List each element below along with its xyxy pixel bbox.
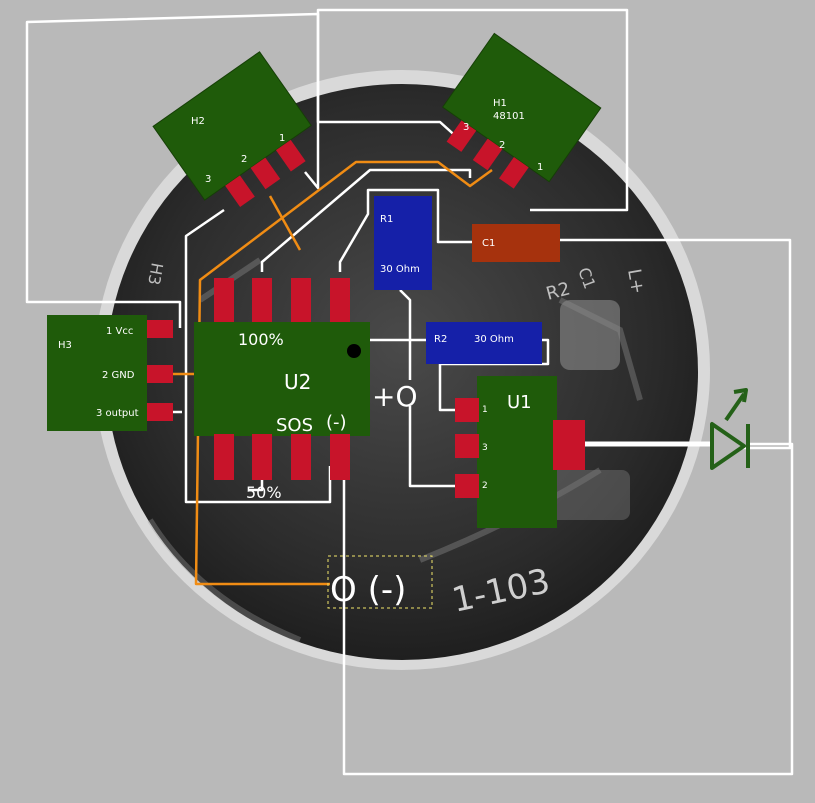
u1-pin-3 [455, 434, 479, 458]
u2-label-sos: SOS [276, 415, 313, 436]
h2-pin-3 [225, 175, 255, 208]
h2-pin-1 [275, 139, 306, 172]
h3-pin-3 [147, 403, 173, 421]
u1-tab [553, 420, 585, 470]
h3-pin-2 [147, 365, 173, 383]
u2-bottom-pin [330, 434, 350, 480]
silk-h3: H3 [144, 261, 167, 286]
u2-bottom-pin [252, 434, 272, 480]
h2-label: H2 [191, 116, 205, 127]
h3-pin-3-label: 3 output [96, 408, 139, 419]
led-diode-icon [710, 388, 750, 470]
h2-pin-3-label: 3 [205, 174, 211, 185]
h1-pin-3-label: 3 [463, 122, 469, 133]
h3-pin-2-label: 2 GND [102, 370, 135, 381]
u2-top-pin [214, 278, 234, 324]
r1-label: R1 [380, 214, 393, 225]
u1-pin-1 [455, 398, 479, 422]
pcb-pad [560, 300, 620, 370]
r2-label: R2 [434, 334, 447, 345]
u2-bottom-pin [291, 434, 311, 480]
h1-pin-1-label: 1 [537, 162, 543, 173]
h1-pin-3 [446, 120, 477, 152]
r2-resistor [426, 322, 542, 364]
h3-label: H3 [58, 340, 72, 351]
h2-pin-1-label: 1 [279, 133, 285, 144]
u2-top-pin [291, 278, 311, 324]
h2-pin-2-label: 2 [241, 154, 247, 165]
u2-bottom-pin [214, 434, 234, 480]
u1-chip [477, 376, 557, 528]
h3-connector [47, 315, 147, 431]
u2-body [194, 322, 370, 436]
u2-label-50: 50% [246, 483, 282, 502]
u1-pin-2-label: 2 [482, 481, 488, 491]
h3-pin-1 [147, 320, 173, 338]
h3-pin-1-label: 1 Vcc [106, 326, 133, 337]
pcb-pad [540, 470, 630, 520]
u1-name: U1 [507, 392, 532, 413]
r2-value: 30 Ohm [474, 334, 514, 345]
r1-resistor [374, 196, 432, 290]
r1-value: 30 Ohm [380, 264, 420, 275]
positive-terminal: +O [372, 380, 418, 413]
u2-label-neg: (-) [326, 412, 347, 433]
u1-pin-1-label: 1 [482, 405, 488, 415]
c1-label: C1 [482, 238, 495, 249]
h1-regulator [441, 32, 602, 189]
u2-chip [194, 278, 370, 480]
u2-top-pin [252, 278, 272, 324]
u2-pin1-dot [347, 344, 361, 358]
negative-terminal: O (-) [330, 570, 406, 610]
h2-pin-2 [250, 157, 281, 190]
h1-pin-1 [499, 157, 529, 189]
u2-top-pin [330, 278, 350, 324]
h1-label: H1 [493, 98, 507, 109]
c1-capacitor [472, 224, 560, 262]
h1-pin-2-label: 2 [499, 140, 505, 151]
u1-pin-2 [455, 474, 479, 498]
u1-pin-3-label: 3 [482, 443, 488, 453]
silk-l-plus: L+ [623, 267, 648, 295]
u2-name: U2 [284, 370, 311, 394]
h1-pin-2 [472, 138, 503, 171]
white-wires [25, 8, 794, 776]
h2-regulator [152, 51, 312, 208]
u2-label-100: 100% [238, 330, 284, 349]
h1-part-number: 48101 [493, 111, 525, 122]
